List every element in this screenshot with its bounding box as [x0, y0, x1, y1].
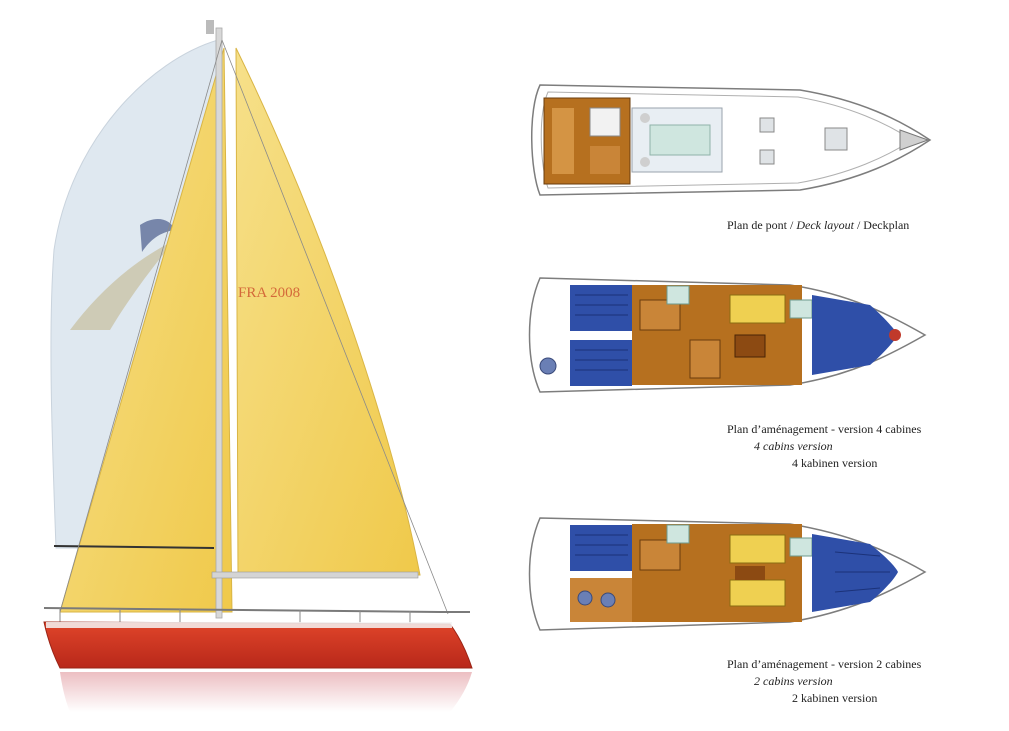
sailboat-illustration: FRA 2008: [43, 20, 473, 712]
genoa-sail: [59, 47, 233, 613]
forward-cabin-berth-lines: [834, 551, 890, 593]
deck-plan-hull: [531, 84, 932, 196]
mast-top: [206, 20, 214, 34]
spinnaker-logo-mark: [140, 218, 175, 252]
layout-2-cabins-caption: Plan d’aménagement - version 2 cabines 2…: [727, 656, 921, 707]
layout4-caption-en: 4 cabins version: [754, 439, 833, 453]
layout2-caption-de: 2 kabinen version: [792, 691, 878, 705]
bow-fitting: [899, 129, 930, 151]
aft-cabin-starboard: [570, 340, 632, 386]
sail-number: FRA 2008: [238, 285, 300, 301]
helm-wheel: [539, 357, 557, 375]
chart-table: [689, 339, 721, 379]
deck-line: [43, 607, 470, 613]
layout-plan-2-cabins: [528, 517, 927, 631]
mainsail: [235, 47, 421, 576]
anchor-locker: [889, 329, 901, 341]
head-compartment: [666, 285, 690, 305]
helm-wheel: [577, 590, 593, 606]
hatch: [759, 117, 775, 133]
mast: [215, 27, 223, 619]
saloon-settee-lower: [729, 579, 786, 607]
deck-plan: [531, 84, 932, 196]
forward-cabin: [812, 295, 898, 375]
forward-hatch: [824, 127, 848, 151]
winch: [640, 113, 650, 123]
aft-cabin-port: [570, 285, 632, 331]
water-reflection: [60, 672, 472, 712]
saloon-table: [735, 566, 765, 580]
deck-layout-caption: Plan de pont / Deck layout / Deckplan: [727, 217, 909, 234]
backstay: [221, 39, 449, 615]
deck-plan-companionway: [649, 124, 711, 156]
layout2-caption-en: 2 cabins version: [754, 674, 833, 688]
winch: [640, 157, 650, 167]
head-compartment: [666, 524, 690, 544]
layout4-caption-de: 4 kabinen version: [792, 456, 878, 470]
deck-plan-inner-line: [540, 91, 913, 189]
forward-cabin: [812, 534, 898, 612]
forestay: [59, 39, 223, 613]
spinnaker-pole: [53, 545, 215, 549]
saloon-settee: [729, 534, 786, 564]
hatch: [759, 149, 775, 165]
aft-cabin-berth-lines: [575, 294, 628, 371]
cockpit-table: [589, 107, 621, 137]
helm-wheel: [600, 592, 616, 608]
deck-caption-fr: Plan de pont /: [727, 218, 797, 232]
galley: [639, 539, 681, 571]
boom: [211, 571, 419, 579]
cockpit-bench-right: [590, 146, 620, 174]
hull-stripe: [46, 622, 452, 628]
layout-plan-4-cabins: [528, 277, 927, 393]
saloon-table: [734, 334, 766, 358]
saloon-settee: [729, 294, 786, 324]
layout-4-cabins-caption: Plan d’aménagement - version 4 cabines 4…: [727, 421, 921, 472]
aft-cabin: [570, 525, 632, 571]
layout2-caption-fr: Plan d’aménagement - version 2 cabines: [727, 657, 922, 671]
layout4-caption-fr: Plan d’aménagement - version 4 cabines: [727, 422, 922, 436]
deck-caption-en: Deck layout: [796, 218, 854, 232]
head-compartment-forward: [789, 537, 813, 557]
spinnaker-logo-swoosh: [70, 240, 175, 330]
aft-cabin-berth-lines: [575, 534, 628, 556]
cockpit-bench-left: [552, 108, 574, 174]
head-compartment-forward: [789, 299, 813, 319]
deck-caption-line: Plan de pont / Deck layout / Deckplan: [727, 217, 909, 234]
hull: [43, 621, 473, 669]
stanchions: [59, 608, 411, 624]
deck-caption-de: / Deckplan: [853, 218, 910, 232]
galley: [639, 299, 681, 331]
